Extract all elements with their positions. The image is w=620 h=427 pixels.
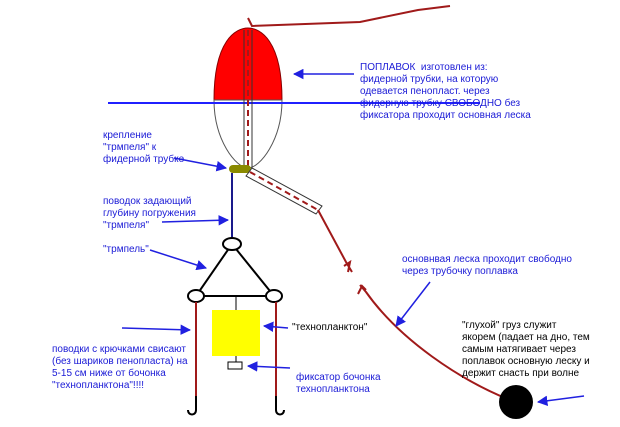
float-label: ПОПЛАВОК изготовлен из: фидерной трубки,…	[360, 62, 531, 121]
arrow-fixator	[246, 361, 291, 372]
diagonal-tube	[245, 167, 323, 215]
tremple-ring-left	[187, 289, 205, 303]
arrow-hooks	[121, 324, 192, 335]
mount-label: крепление "трмпеля" к фидерной трубке	[103, 130, 185, 165]
arrow-main-line	[395, 281, 431, 327]
arrow-mount	[173, 157, 228, 172]
tremple-label: "трмпель"	[103, 244, 149, 255]
arrow-leash	[161, 215, 230, 226]
arrow-weight	[536, 395, 585, 406]
main-line-top	[247, 5, 451, 28]
diagonal-tube-line	[249, 171, 319, 211]
barrel-fixator	[227, 361, 243, 370]
arrow-technoplankton	[262, 321, 289, 333]
main-line-label: основнвая леска проходит свободно через …	[402, 254, 572, 277]
main-line-break-1	[343, 259, 352, 273]
main-line-break-2	[357, 284, 367, 295]
hook-left-icon	[187, 396, 197, 416]
main-line-down	[317, 209, 511, 401]
technoplankton-barrel	[212, 310, 260, 356]
fixator-label: фиксатор бочонка технопланктона	[296, 372, 381, 395]
technoplankton-label: "технопланктон"	[292, 322, 368, 333]
weight-label: "глухой" груз служит якорем (падает на д…	[462, 320, 590, 379]
hooks-label: поводки с крючками свисают (без шариков …	[52, 344, 188, 391]
hook-right-icon	[275, 396, 285, 416]
tremple-ring-top	[222, 237, 242, 251]
tremple-frame	[194, 242, 277, 297]
weight-sinker	[499, 385, 533, 419]
leash-label: поводок задающий глубину погружения "трм…	[103, 196, 196, 231]
mount-clip	[229, 165, 251, 173]
tremple-ring-right	[265, 289, 283, 303]
arrow-tremple	[149, 249, 207, 271]
